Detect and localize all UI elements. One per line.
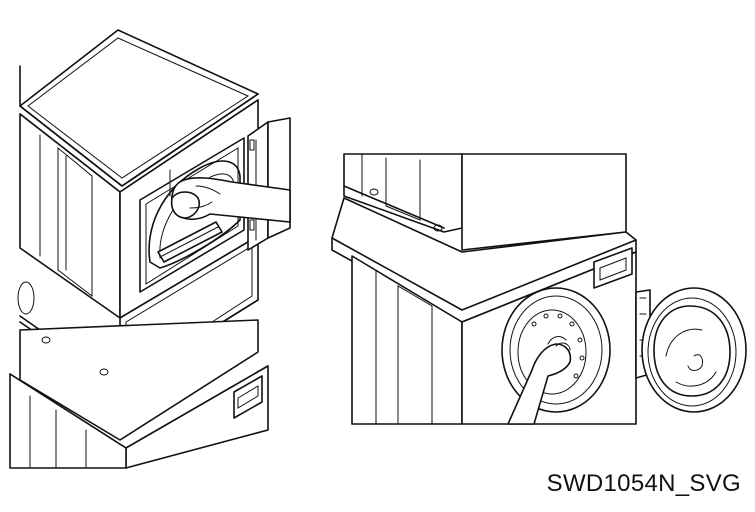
left-panel-stacked-dryer	[9, 29, 291, 469]
washer-top-ledge	[331, 197, 637, 311]
dryer-side-recess	[57, 146, 93, 298]
figure-caption: SWD1054N_SVG	[546, 470, 741, 497]
dryer-side-vent-icon	[17, 281, 35, 315]
cleaning-cloth	[170, 191, 201, 219]
dryer-drum	[148, 160, 241, 269]
drum-perforations	[531, 313, 585, 379]
washer-base-top	[19, 319, 259, 441]
dryer-foot-icon	[99, 368, 109, 376]
right-panel-stacked-washer	[331, 153, 747, 425]
door-hinge-icon	[249, 139, 255, 151]
upper-dryer-partial	[343, 153, 463, 233]
washer-detergent-drawer	[233, 375, 263, 419]
wiping-arm	[507, 343, 572, 425]
washer-side-panel	[9, 373, 127, 469]
detergent-drawer-right	[593, 247, 633, 289]
door-glass	[653, 305, 731, 397]
dryer-top-inner-edge	[27, 37, 250, 179]
cleaning-arm	[171, 177, 291, 223]
washer-drum	[517, 309, 587, 395]
